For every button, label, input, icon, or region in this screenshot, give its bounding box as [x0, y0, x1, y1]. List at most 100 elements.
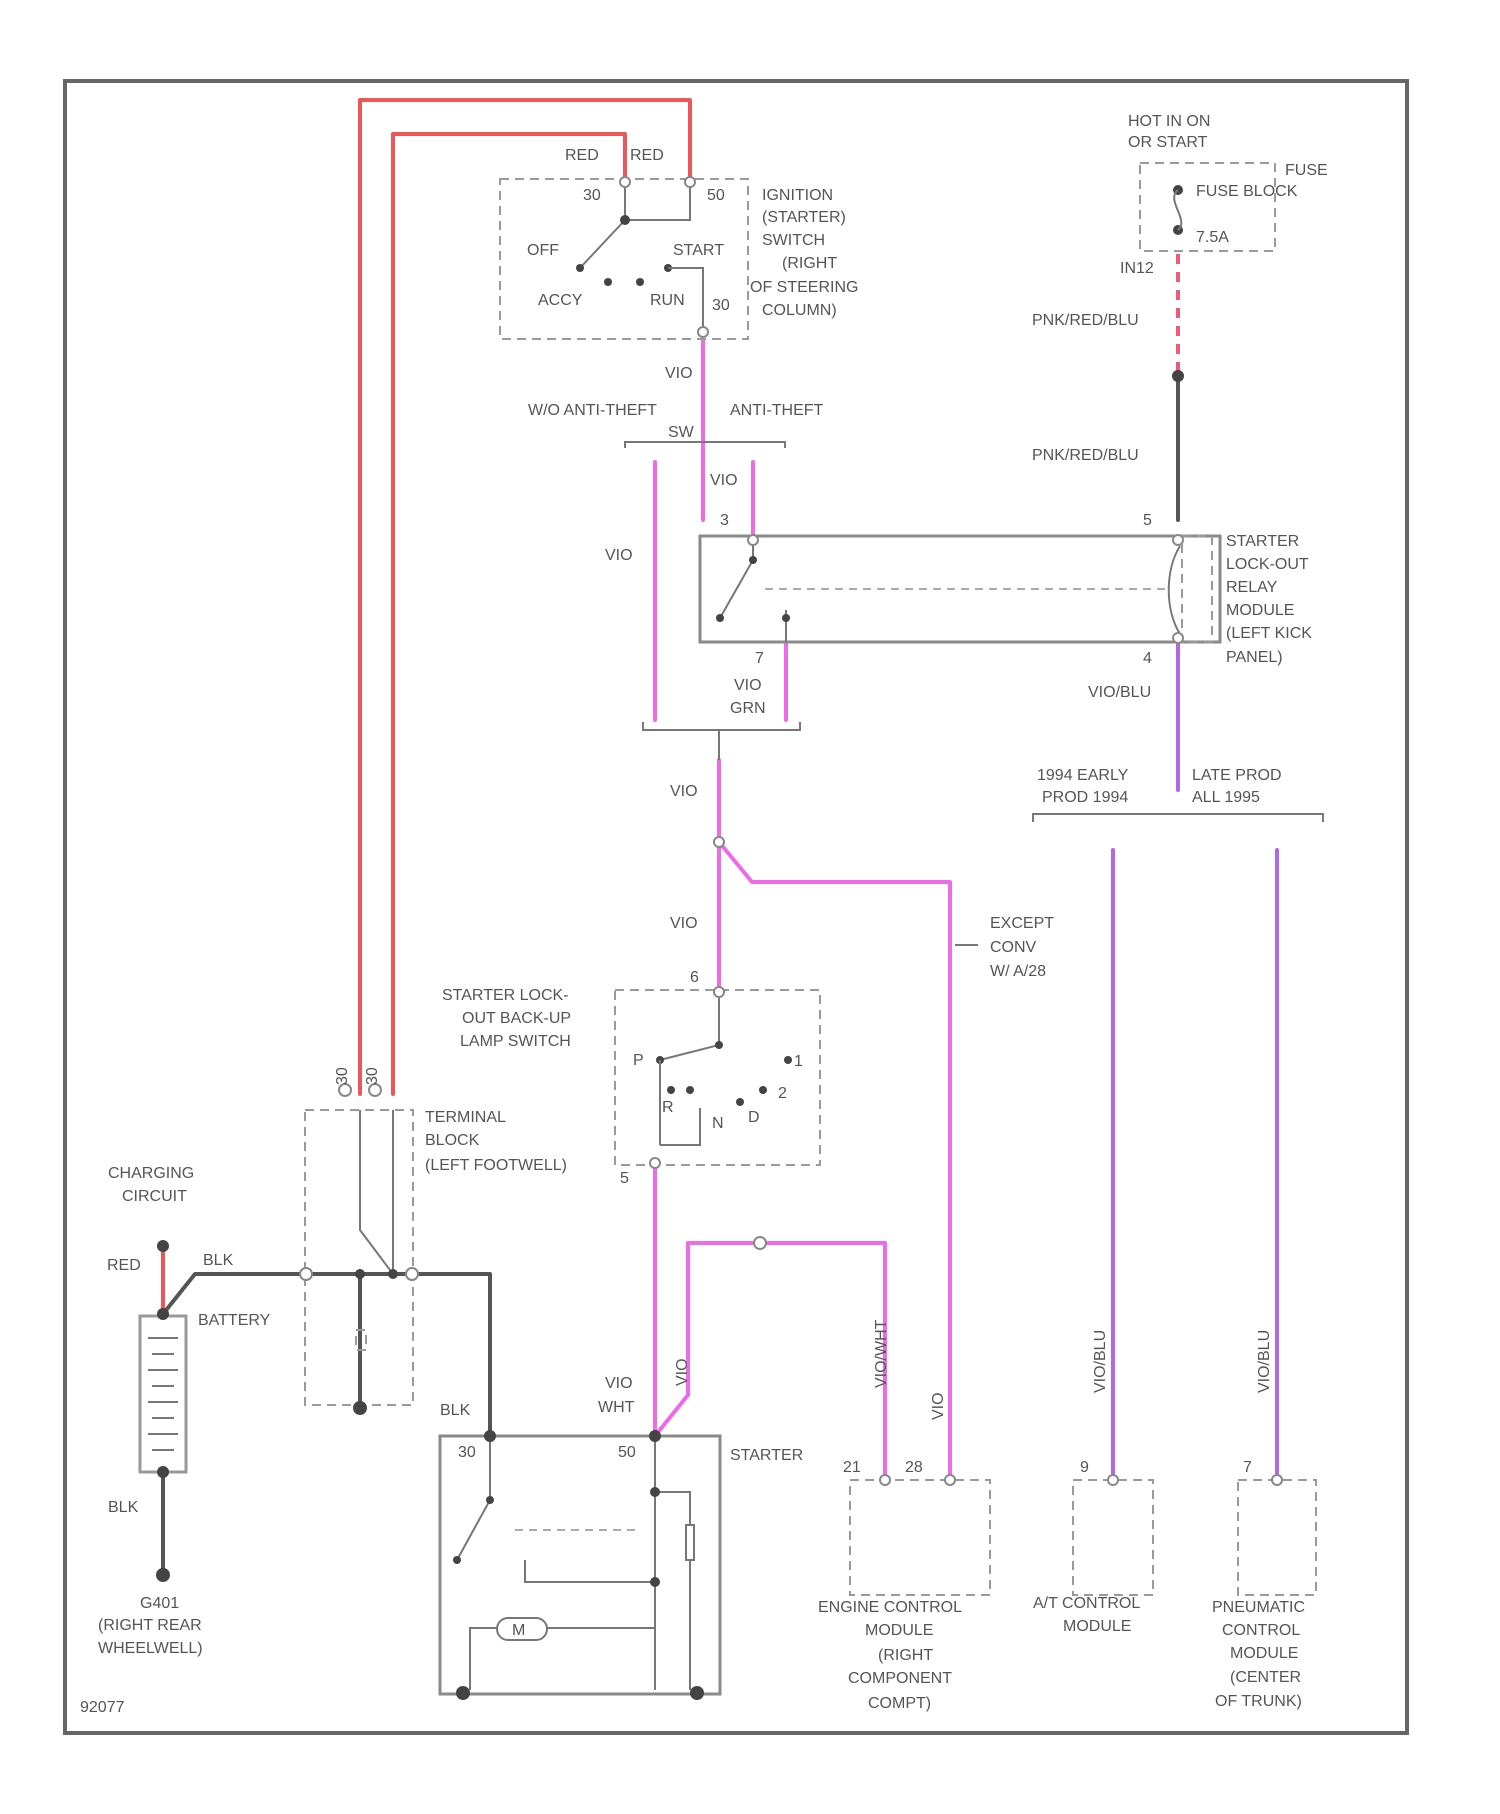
ign-name-3: SWITCH: [762, 232, 825, 249]
engine-control-module[interactable]: [850, 1475, 990, 1595]
wire-pnk-red-blu-upper: PNK/RED/BLU: [1032, 312, 1139, 329]
wire-vio-wht-2: WHT: [598, 1399, 635, 1416]
wire-blk-label-2: BLK: [108, 1499, 139, 1516]
lock-name-1: STARTER LOCK-: [442, 987, 569, 1004]
ign-name-2: (STARTER): [762, 209, 846, 226]
wire-vio-grn-2: GRN: [730, 700, 766, 717]
sw-label: SW: [668, 424, 695, 441]
ecm-wire-2: VIO: [930, 1392, 947, 1420]
ign-pin-50: 50: [707, 187, 725, 204]
wire-vio-wht-1: VIO: [605, 1375, 633, 1392]
ground-label-2: (RIGHT REAR: [98, 1617, 202, 1634]
wire-vio-label-4: VIO: [670, 783, 698, 800]
relay-name-1: STARTER: [1226, 533, 1299, 550]
wo-anti-theft-label: W/O ANTI-THEFT: [528, 402, 657, 419]
pcm-pin: 7: [1243, 1459, 1252, 1476]
diagram-frame: [65, 81, 1407, 1733]
pcm-name-2: CONTROL: [1222, 1622, 1300, 1639]
early-prod-1: 1994 EARLY: [1037, 767, 1129, 784]
tb-pin-1: 30: [334, 1067, 351, 1085]
wire-vio-blu-label: VIO/BLU: [1088, 684, 1151, 701]
hot-in-on-label: HOT IN ON: [1128, 113, 1210, 130]
starter-pin-30: 30: [458, 1444, 476, 1461]
wire-vio-label-3: VIO: [605, 547, 633, 564]
wire-red-battery: RED: [107, 1257, 141, 1274]
lock-name-3: LAMP SWITCH: [460, 1033, 571, 1050]
late-prod-2: ALL 1995: [1192, 789, 1260, 806]
tb-name-1: TERMINAL: [425, 1109, 506, 1126]
charging-label-2: CIRCUIT: [122, 1188, 187, 1205]
pcm-name-1: PNEUMATIC: [1212, 1599, 1305, 1616]
pcm-name-5: OF TRUNK): [1215, 1693, 1302, 1710]
ign-pin-30: 30: [583, 187, 601, 204]
wire-red-label-2: RED: [630, 147, 664, 164]
relay-name-5: (LEFT KICK: [1226, 625, 1312, 642]
ecm-name-5: COMPT): [868, 1695, 931, 1712]
figure-id: 92077: [80, 1699, 125, 1716]
production-bracket: [1033, 814, 1323, 822]
ign-name-4: (RIGHT: [782, 255, 837, 272]
wire-blk-label-3: BLK: [440, 1402, 471, 1419]
lock-name-2: OUT BACK-UP: [462, 1010, 571, 1027]
starter-label: STARTER: [730, 1447, 803, 1464]
wire-vio-grn-1: VIO: [734, 677, 762, 694]
ground-label-3: WHEELWELL): [98, 1640, 203, 1657]
gear-1: 1: [794, 1053, 803, 1070]
gear-2: 2: [778, 1085, 787, 1102]
motor-label: M: [512, 1622, 525, 1639]
starter-lockout-relay-module[interactable]: [700, 535, 1220, 643]
wire-pnk-red-blu-lower: PNK/RED/BLU: [1032, 447, 1139, 464]
relay-pin-5: 5: [1143, 512, 1152, 529]
ign-name-1: IGNITION: [762, 187, 833, 204]
ground-label-1: G401: [140, 1595, 179, 1612]
wire-vio-vertical: VIO: [674, 1358, 691, 1386]
tb-name-2: BLOCK: [425, 1132, 480, 1149]
pneumatic-control-module[interactable]: [1238, 1475, 1316, 1595]
relay-name-6: PANEL): [1226, 649, 1283, 666]
atf-pin: 9: [1080, 1459, 1089, 1476]
except-label-2: CONV: [990, 939, 1037, 956]
pink-connector-dot: [754, 1237, 766, 1249]
relay-name-2: LOCK-OUT: [1226, 556, 1309, 573]
vio-connector-dot: [714, 837, 724, 847]
relay-name-4: MODULE: [1226, 602, 1294, 619]
ign-name-5: OF STEERING: [750, 279, 858, 296]
tb-pin-2: 30: [364, 1067, 381, 1085]
fuse-pin-label: IN12: [1120, 260, 1154, 277]
relay-pin-7: 7: [755, 650, 764, 667]
ecm-name-2: MODULE: [865, 1622, 933, 1639]
or-start-label: OR START: [1128, 134, 1208, 151]
relay-pin-4: 4: [1143, 650, 1152, 667]
except-label-3: W/ A/28: [990, 963, 1046, 980]
tb-name-3: (LEFT FOOTWELL): [425, 1157, 567, 1174]
ecm-name-3: (RIGHT: [878, 1647, 933, 1664]
relay-output-bracket: [643, 722, 800, 730]
pink-wires: [655, 332, 950, 1478]
fuse-label: FUSE: [1285, 162, 1328, 179]
ign-run-label: RUN: [650, 292, 685, 309]
atf-name-1: A/T CONTROL: [1033, 1595, 1140, 1612]
relay-pin-3: 3: [720, 512, 729, 529]
ign-pin-30b: 30: [712, 297, 730, 314]
ecm-name-1: ENGINE CONTROL: [818, 1599, 962, 1616]
except-label-1: EXCEPT: [990, 915, 1054, 932]
ign-start-label: START: [673, 242, 724, 259]
at-control-module[interactable]: [1073, 1475, 1153, 1595]
ecm-wire-1: VIO/WHT: [873, 1319, 890, 1388]
battery-label: BATTERY: [198, 1312, 271, 1329]
ign-name-6: COLUMN): [762, 302, 837, 319]
ign-acc-label: ACCY: [538, 292, 583, 309]
charging-label-1: CHARGING: [108, 1165, 194, 1182]
starter[interactable]: [440, 1430, 720, 1700]
wire-vio-label-5: VIO: [670, 915, 698, 932]
atf-name-2: MODULE: [1063, 1618, 1131, 1635]
wire-red-label-1: RED: [565, 147, 599, 164]
pcm-name-4: (CENTER: [1230, 1669, 1301, 1686]
gear-n: N: [712, 1115, 724, 1132]
gear-r: R: [662, 1099, 674, 1116]
gear-p: P: [633, 1052, 644, 1069]
relay-name-3: RELAY: [1226, 579, 1278, 596]
ign-off-label: OFF: [527, 242, 559, 259]
starter-lockout-backup-lamp-switch[interactable]: [615, 987, 820, 1168]
fuse-block-label: FUSE BLOCK: [1196, 183, 1298, 200]
